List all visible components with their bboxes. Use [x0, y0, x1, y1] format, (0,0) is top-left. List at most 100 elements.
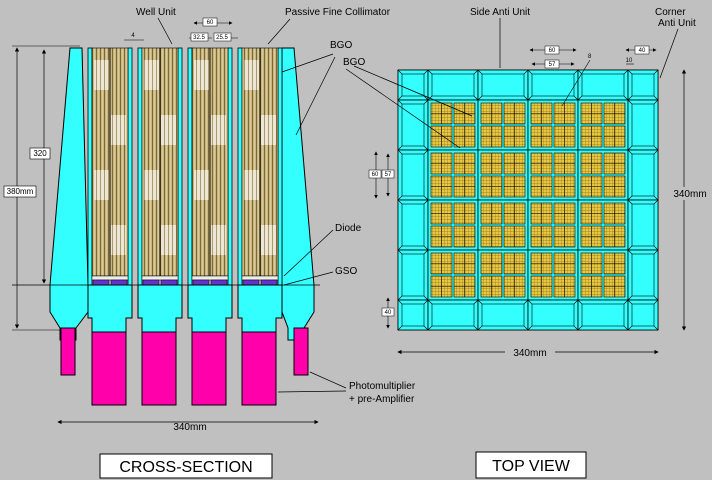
side-anti-unit	[427, 69, 479, 101]
side-anti-unit	[527, 69, 579, 101]
side-anti-unit	[397, 199, 429, 251]
label-photomultiplier: Photomultiplier	[349, 381, 416, 392]
side-anti-unit	[627, 249, 659, 301]
bgo-well-bottom	[137, 284, 183, 333]
diode-strip	[191, 275, 229, 281]
dim-60-left: 60	[372, 172, 379, 178]
label-corner-line1: Corner	[655, 7, 686, 18]
well-unit-top	[577, 99, 629, 151]
bgo-well-wall	[187, 47, 193, 286]
dim-57-left: 57	[385, 172, 392, 178]
collimator-light-patch	[244, 60, 259, 90]
collimator-light-patch	[161, 225, 176, 255]
bgo-well-wall	[227, 47, 233, 286]
top-view: Side Anti Unit Corner Anti Unit BGO 60 5…	[343, 7, 712, 479]
collimator-light-patch	[111, 115, 126, 145]
side-anti-unit	[427, 299, 479, 331]
label-passive-fine-collimator: Passive Fine Collimator	[285, 7, 391, 18]
diode-strip	[241, 275, 279, 281]
dim-10: 10	[626, 58, 633, 64]
side-anti-unit	[397, 249, 429, 301]
well-unit-top	[527, 149, 579, 201]
bgo-well-wall	[87, 47, 93, 286]
collimator-light-patch	[94, 60, 109, 90]
gso-piece	[110, 279, 128, 286]
dim-340mm-cross: 340mm	[173, 422, 206, 433]
collimator-light-patch	[144, 60, 159, 90]
pmt-well-3	[191, 331, 227, 406]
dim-380mm: 380mm	[7, 187, 34, 196]
collimator-light-patch	[194, 170, 209, 200]
collimator-light-patch	[111, 225, 126, 255]
well-unit-3	[187, 47, 233, 333]
corner-anti-unit	[397, 299, 429, 331]
well-unit-top	[527, 99, 579, 151]
collimator-light-patch	[161, 115, 176, 145]
collimator-light-patch	[194, 60, 209, 90]
dim-4: 4	[131, 33, 135, 39]
bgo-well-wall	[237, 47, 243, 286]
bgo-well-wall	[137, 47, 143, 286]
title-box-top-view	[475, 451, 587, 479]
well-unit-2	[137, 47, 183, 333]
title-box-cross-section	[99, 453, 273, 479]
dim-8: 8	[588, 54, 592, 60]
side-anti-unit	[477, 299, 529, 331]
diode-strip	[141, 275, 179, 281]
dim-25-5: 25.5	[216, 35, 228, 41]
well-unit-top	[427, 199, 479, 251]
gso-piece	[142, 279, 160, 286]
dim-320: 320	[33, 149, 47, 158]
collimator-light-patch	[211, 115, 226, 145]
well-unit-top	[577, 249, 629, 301]
corner-anti-unit	[627, 69, 659, 101]
gso-piece	[192, 279, 210, 286]
pmt-well-4	[241, 331, 277, 406]
pmt-well-1	[91, 331, 127, 406]
well-unit-top	[577, 199, 629, 251]
bgo-well-bottom	[187, 284, 233, 333]
well-unit-top	[477, 149, 529, 201]
collimator-light-patch	[94, 170, 109, 200]
well-unit-top	[427, 249, 479, 301]
well-unit-top	[477, 249, 529, 301]
well-unit-top	[577, 149, 629, 201]
gso-piece	[160, 279, 178, 286]
side-anti-unit	[627, 199, 659, 251]
collimator-light-patch	[244, 170, 259, 200]
well-unit-top	[427, 149, 479, 201]
pmt-side-right	[293, 327, 309, 376]
bgo-well-wall	[277, 47, 283, 286]
side-anti-unit	[527, 299, 579, 331]
well-unit-top	[477, 99, 529, 151]
bgo-side-left	[49, 47, 89, 341]
collimator-light-patch	[144, 170, 159, 200]
label-bgo-top: BGO	[343, 57, 365, 68]
dim-340mm-right: 340mm	[673, 189, 706, 200]
collimator-light-patch	[261, 115, 276, 145]
gso-piece	[92, 279, 110, 286]
side-anti-unit	[577, 299, 629, 331]
bgo-well-wall	[177, 47, 183, 286]
bgo-well-bottom	[87, 284, 133, 333]
side-anti-unit	[627, 149, 659, 201]
well-unit-4	[237, 47, 283, 333]
label-diode: Diode	[335, 223, 362, 234]
well-unit-top	[477, 199, 529, 251]
title-top-view: TOP VIEW	[492, 458, 571, 475]
diode-strip	[91, 275, 129, 281]
well-unit-1	[87, 47, 133, 333]
dim-57-tv: 57	[549, 62, 556, 68]
well-unit-top	[527, 199, 579, 251]
dim-340mm-bottom: 340mm	[513, 348, 546, 359]
label-gso: GSO	[335, 266, 357, 277]
label-side-anti-unit: Side Anti Unit	[470, 7, 530, 18]
dim-32-5: 32.5	[193, 35, 205, 41]
side-anti-unit	[477, 69, 529, 101]
side-anti-unit	[397, 99, 429, 151]
pmt-well-2	[141, 331, 177, 406]
dim-40-left: 40	[385, 310, 392, 316]
corner-anti-unit	[627, 299, 659, 331]
bgo-side-right	[281, 47, 315, 341]
